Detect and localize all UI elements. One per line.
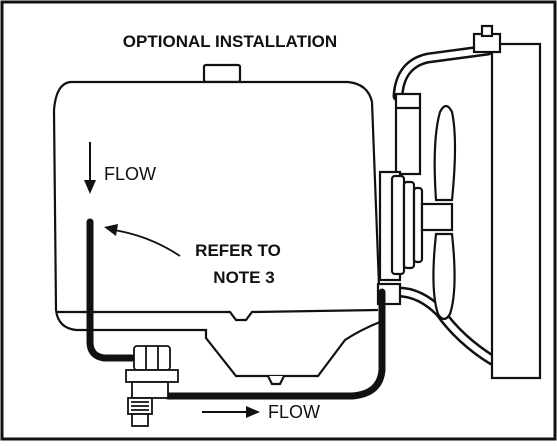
fan-blade-top: [433, 104, 457, 202]
heater-unit: [125, 345, 179, 427]
flow-arrow-bottom: [202, 406, 260, 418]
heater-body: [131, 381, 169, 399]
tank: [52, 63, 382, 386]
heater-plug: [131, 413, 149, 427]
callout-leader: [104, 224, 181, 257]
return-hose-right: [164, 288, 386, 400]
pulley-inner: [412, 186, 424, 264]
pulley-middle: [402, 180, 416, 270]
callout-line-1: REFER TO: [195, 241, 281, 260]
tank-seam: [56, 308, 379, 322]
diagram-title: OPTIONAL INSTALLATION: [123, 32, 337, 51]
radiator-cap-top: [480, 24, 494, 38]
radiator: [490, 42, 542, 380]
engine-assembly: [376, 24, 542, 380]
flow-label-bottom: FLOW: [268, 402, 320, 422]
heater-top: [133, 345, 171, 371]
pulley-outer: [390, 174, 406, 276]
tank-filler-neck: [202, 63, 242, 84]
tank-drain: [267, 375, 285, 386]
thermostat-housing: [394, 92, 422, 176]
upper-hose-fill: [395, 47, 489, 97]
fan-hub: [420, 202, 454, 232]
callout-line-2: NOTE 3: [213, 268, 274, 287]
supply-hose-left: [86, 218, 136, 362]
flow-label-top: FLOW: [104, 164, 156, 184]
fan-blade-bottom: [432, 232, 456, 321]
flow-arrow-top: [84, 142, 96, 194]
heater-flange: [125, 369, 179, 383]
supply-hoses: [86, 218, 386, 400]
